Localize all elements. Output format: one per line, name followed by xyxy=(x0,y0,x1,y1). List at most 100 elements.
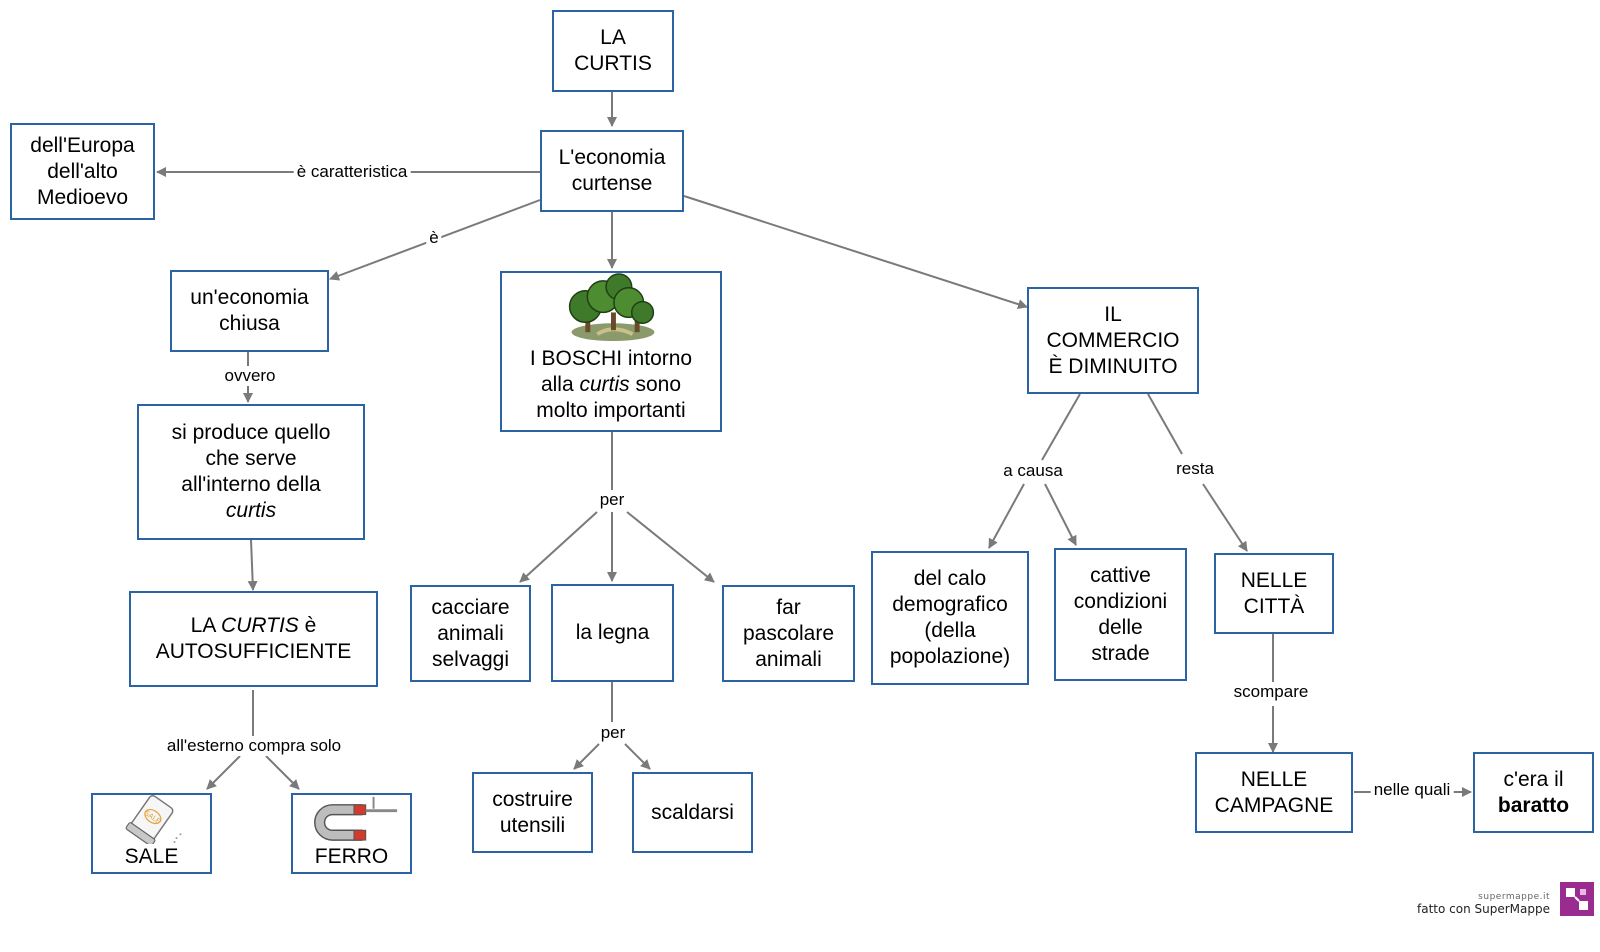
node-text-line: baratto xyxy=(1497,793,1570,817)
edge-esterno-sale xyxy=(206,755,241,790)
node-autosufficiente[interactable]: LA CURTIS è AUTOSUFFICIENTE xyxy=(129,591,378,687)
node-text-line: LA CURTIS è xyxy=(191,613,317,639)
node-legna[interactable]: la legna xyxy=(551,584,674,682)
node-nelle-citta[interactable]: NELLE CITTÀ xyxy=(1214,553,1334,634)
node-scaldarsi[interactable]: scaldarsi xyxy=(632,772,753,853)
edge-commercio-acausa xyxy=(1041,393,1081,461)
node-text-line: la legna xyxy=(575,621,650,644)
edge-acausa-calo xyxy=(988,483,1025,549)
node-text-line: all'interno della xyxy=(181,473,321,496)
edge-esterno-ferro xyxy=(265,755,300,790)
edge-acausa-cattive xyxy=(1044,483,1077,546)
node-text-line: FERRO xyxy=(314,845,389,868)
magnet-icon xyxy=(313,796,397,841)
node-text-line: IL xyxy=(1104,302,1122,326)
node-text-line: far xyxy=(776,595,801,619)
edge-label-ovvero: ovvero xyxy=(221,366,279,386)
edge-per2-scaldarsi xyxy=(624,743,651,770)
node-la-curtis[interactable]: LA CURTIS xyxy=(552,10,674,92)
node-baratto[interactable]: c'era il baratto xyxy=(1473,752,1594,833)
edge-label-scompare: scompare xyxy=(1230,682,1312,702)
node-text-line: NELLE xyxy=(1240,568,1308,592)
edge-label-esterno: all'esterno compra solo xyxy=(163,736,345,756)
node-boschi[interactable]: I BOSCHI intorno alla curtis sono molto … xyxy=(500,271,722,432)
edge-label-nelle-quali: nelle quali xyxy=(1370,780,1454,800)
node-text-line: molto importanti xyxy=(536,399,686,422)
edge-label-resta: resta xyxy=(1173,459,1217,479)
text-part-italic: CURTIS xyxy=(221,614,299,637)
edge-label-a-causa: a causa xyxy=(1000,461,1066,481)
node-text-line: pascolare xyxy=(742,621,835,645)
node-text-line: scaldarsi xyxy=(651,800,734,824)
footer-credit-text: fatto con SuperMappe xyxy=(1417,902,1550,916)
node-text-line: alla curtis sono xyxy=(541,372,681,398)
node-text-line: I BOSCHI intorno xyxy=(529,347,693,370)
node-text-line: AUTOSUFFICIENTE xyxy=(155,640,352,663)
node-text-line: animali xyxy=(755,647,822,671)
node-text-line: L'economia xyxy=(558,146,666,169)
node-text-line: delle xyxy=(1098,615,1143,639)
node-text-line: È DIMINUITO xyxy=(1048,354,1178,378)
text-part: sono xyxy=(629,373,682,396)
node-economia-chiusa[interactable]: un'economia chiusa xyxy=(170,270,329,352)
node-text-line: dell'alto xyxy=(47,159,118,183)
node-text-line: strade xyxy=(1091,641,1150,665)
node-economia-curtense[interactable]: L'economia curtense xyxy=(540,130,684,212)
node-costruire-utensili[interactable]: costruire utensili xyxy=(472,772,593,853)
node-la-curtis-text: LA CURTIS xyxy=(574,26,652,75)
node-text-line: c'era il xyxy=(1503,767,1564,791)
node-ferro[interactable]: FERRO xyxy=(291,793,412,874)
edge-per-pascolare xyxy=(626,511,715,583)
node-text-line: utensili xyxy=(499,813,566,837)
node-text-line: SALE xyxy=(124,845,179,868)
node-text-line: un'economia xyxy=(190,286,309,309)
logo-glyph-icon xyxy=(1566,888,1588,910)
node-text-line: cacciare xyxy=(431,595,510,619)
node-cattive-condizioni[interactable]: cattive condizioni delle strade xyxy=(1054,548,1187,681)
node-text-line: NELLE xyxy=(1240,767,1308,791)
footer-site: supermappe.it xyxy=(1478,892,1550,902)
node-nelle-campagne[interactable]: NELLE CAMPAGNE xyxy=(1195,752,1353,833)
node-text-line: chiusa xyxy=(219,312,280,335)
edge-economia-commercio xyxy=(683,195,1028,309)
edge-label-per: per xyxy=(596,490,628,510)
node-cacciare[interactable]: cacciare animali selvaggi xyxy=(410,585,531,682)
edge-per-cacciare xyxy=(519,511,598,583)
node-text-line: curtense xyxy=(571,172,653,195)
node-text-line: che serve xyxy=(205,447,297,470)
supermappe-logo-icon xyxy=(1560,882,1594,916)
edge-produce-autosuff xyxy=(247,539,258,591)
node-text-line: dell'Europa xyxy=(30,133,135,157)
node-text-line: popolazione) xyxy=(889,645,1011,668)
node-text-line: (della xyxy=(924,619,976,642)
text-part: LA xyxy=(190,614,222,637)
edge-label-e: è xyxy=(426,228,442,248)
node-calo-demografico[interactable]: del calo demografico (della popolazione) xyxy=(871,551,1029,685)
text-part-italic: curtis xyxy=(579,373,630,396)
edge-commercio-resta xyxy=(1147,393,1183,455)
edge-per2-costruire xyxy=(573,743,600,770)
node-text-line: demografico xyxy=(892,593,1008,616)
node-text-line: animali xyxy=(437,621,504,645)
node-sale[interactable]: SALE SALE xyxy=(91,793,212,874)
node-si-produce[interactable]: si produce quello che serve all'interno … xyxy=(137,404,365,540)
node-text-line: si produce quello xyxy=(171,421,331,444)
forest-icon xyxy=(568,273,655,342)
edge-label-caratteristica: è caratteristica xyxy=(293,162,411,182)
node-text-line: selvaggi xyxy=(431,647,510,671)
node-europa-alto-medioevo[interactable]: dell'Europa dell'alto Medioevo xyxy=(10,123,155,220)
node-pascolare[interactable]: far pascolare animali xyxy=(722,585,855,682)
node-text-line: cattive xyxy=(1090,563,1151,587)
text-part: alla xyxy=(540,373,580,396)
footer-credit: supermappe.it fatto con SuperMappe xyxy=(1417,892,1550,916)
node-text-line: del calo xyxy=(913,567,987,590)
node-text-line: COMMERCIO xyxy=(1046,328,1180,352)
node-text-line: curtis xyxy=(225,499,277,522)
node-text-line: CAMPAGNE xyxy=(1214,793,1334,817)
text-part: è xyxy=(298,614,317,637)
edge-resta-citta xyxy=(1202,483,1248,552)
node-text-line: CITTÀ xyxy=(1243,594,1305,618)
node-text-line: Medioevo xyxy=(36,185,129,209)
node-commercio-diminuito[interactable]: IL COMMERCIO È DIMINUITO xyxy=(1027,287,1199,394)
node-text-line: condizioni xyxy=(1073,589,1168,613)
